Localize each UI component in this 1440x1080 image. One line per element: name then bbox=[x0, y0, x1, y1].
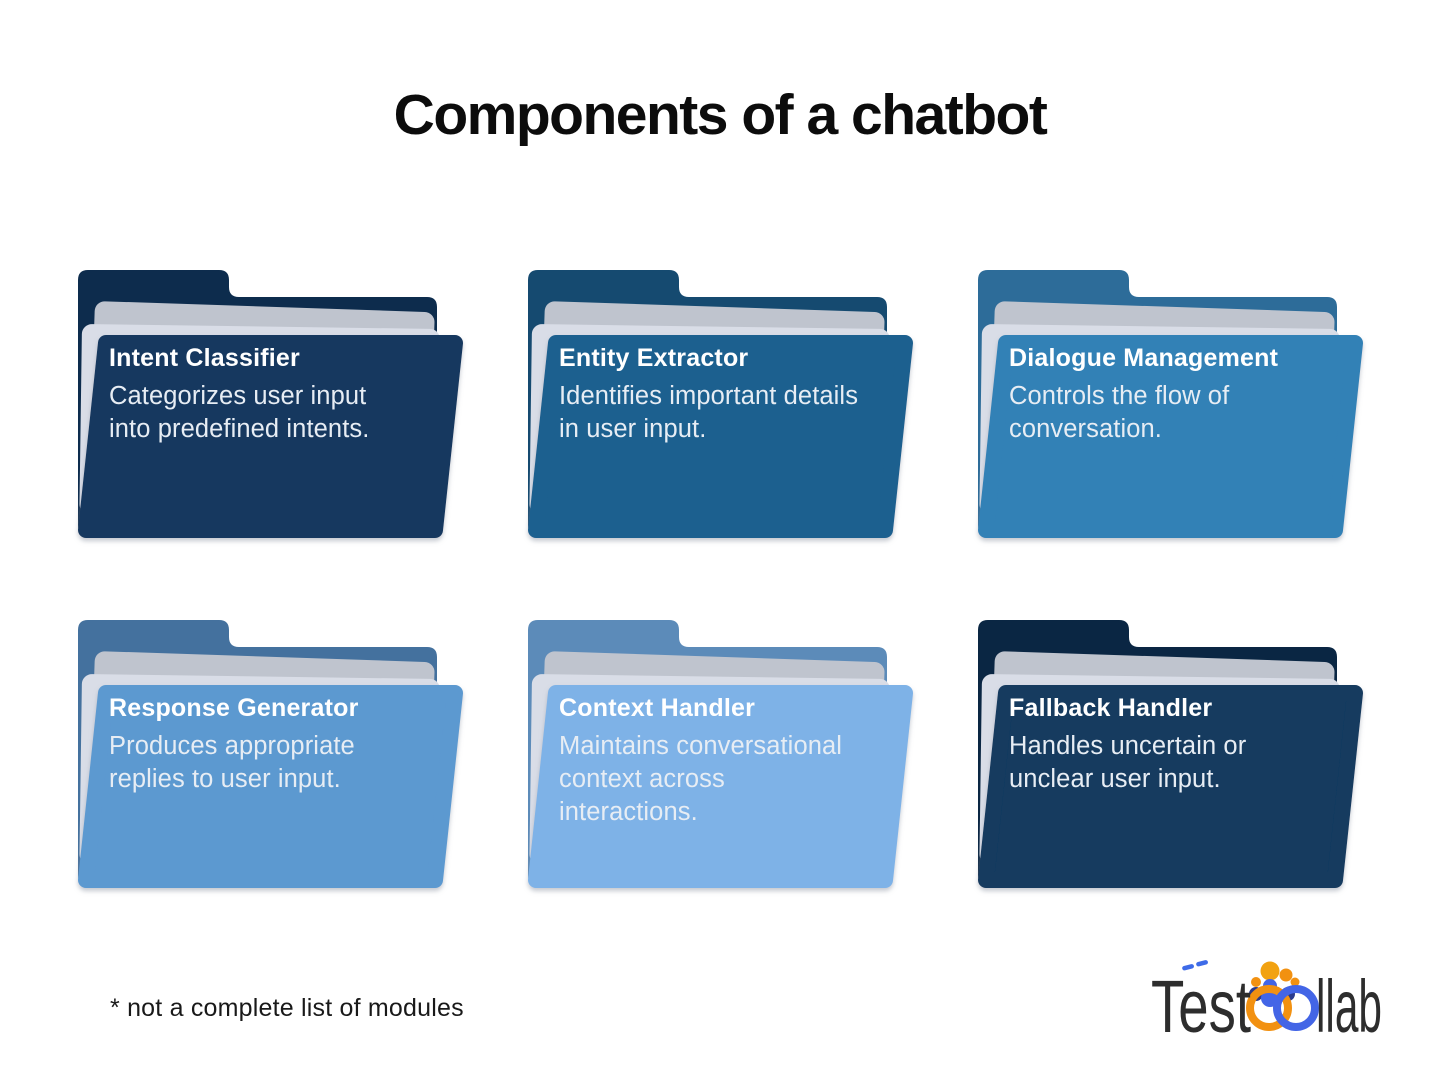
logo-ring-orange bbox=[1246, 985, 1292, 1031]
folder-text-block: Response Generator Produces appropriate … bbox=[109, 693, 411, 796]
folder-front-flap bbox=[978, 685, 1363, 888]
logo-person-head bbox=[1251, 977, 1261, 987]
folder-title: Entity Extractor bbox=[559, 344, 749, 372]
folder-front-flap bbox=[78, 335, 463, 538]
folder-front-flap bbox=[528, 335, 913, 538]
folder-text-block: Context Handler Maintains conversational… bbox=[559, 693, 861, 829]
logo-text-right: llab bbox=[1316, 965, 1382, 1048]
folder-title: Dialogue Management bbox=[1009, 344, 1279, 372]
folder-graphic bbox=[528, 620, 913, 888]
component-folder-card: Response Generator Produces appropriate … bbox=[75, 617, 465, 895]
folder-front-flap bbox=[78, 685, 463, 888]
folder-text-block: Dialogue Management Controls the flow of… bbox=[1009, 343, 1311, 446]
logo-accent-dash bbox=[1182, 964, 1194, 971]
logo-person-head bbox=[1290, 977, 1300, 987]
folder-graphic bbox=[978, 270, 1363, 538]
logo-text-left: Test bbox=[1151, 965, 1251, 1048]
folder-text-block: Intent Classifier Categorizes user input… bbox=[109, 343, 411, 446]
folder-description: Handles uncertain or unclear user input. bbox=[1009, 732, 1247, 793]
folder-graphic bbox=[78, 620, 463, 888]
folder-graphic bbox=[978, 620, 1363, 888]
folder-title: Intent Classifier bbox=[109, 344, 300, 372]
folder-front-flap bbox=[978, 335, 1363, 538]
footnote: * not a complete list of modules bbox=[110, 994, 464, 1022]
folder-text-block: Entity Extractor Identifies important de… bbox=[559, 343, 861, 446]
component-folder-card: Entity Extractor Identifies important de… bbox=[525, 267, 915, 545]
folder-graphic bbox=[78, 270, 463, 538]
component-folder-card: Fallback Handler Handles uncertain or un… bbox=[975, 617, 1365, 895]
folder-title: Context Handler bbox=[559, 694, 756, 722]
folder-front-flap bbox=[528, 685, 913, 888]
logo-ring-blue bbox=[1273, 985, 1319, 1031]
folder-text-block: Fallback Handler Handles uncertain or un… bbox=[1009, 693, 1311, 796]
testcollab-logo: Test llab bbox=[1151, 960, 1382, 1048]
folder-description: Controls the flow of conversation. bbox=[1009, 382, 1230, 443]
folder-description: Maintains conversational context across … bbox=[559, 732, 843, 826]
logo-person-head bbox=[1260, 961, 1280, 981]
folder-title: Fallback Handler bbox=[1009, 694, 1213, 722]
folder-description: Identifies important details in user inp… bbox=[559, 382, 859, 443]
folder-graphic bbox=[528, 270, 913, 538]
component-folder-card: Dialogue Management Controls the flow of… bbox=[975, 267, 1365, 545]
component-folder-card: Context Handler Maintains conversational… bbox=[525, 617, 915, 895]
folder-title: Response Generator bbox=[109, 694, 359, 722]
folder-description: Produces appropriate replies to user inp… bbox=[109, 732, 355, 793]
component-folder-card: Intent Classifier Categorizes user input… bbox=[75, 267, 465, 545]
logo-person-head bbox=[1279, 968, 1293, 982]
logo-accent-dash bbox=[1196, 960, 1208, 967]
page-title: Components of a chatbot bbox=[393, 83, 1048, 147]
folder-description: Categorizes user input into predefined i… bbox=[109, 382, 370, 443]
